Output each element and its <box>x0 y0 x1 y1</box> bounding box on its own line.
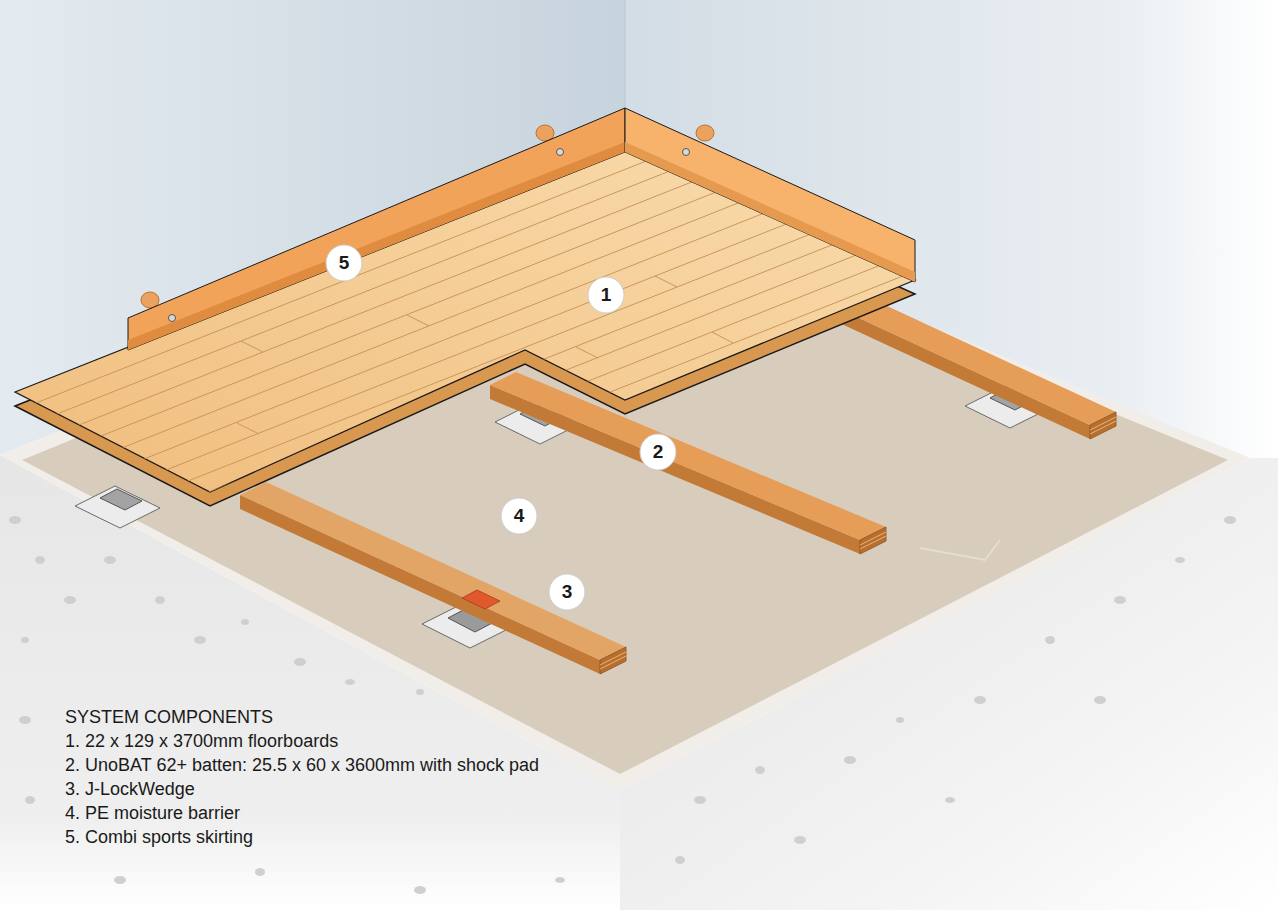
sports-skirting <box>128 108 915 350</box>
batten <box>490 372 886 554</box>
barrier-fold <box>920 540 1000 560</box>
callout-number: 5 <box>326 245 362 281</box>
floorboards <box>0 6 1278 595</box>
component-list-item: 1. 22 x 129 x 3700mm floorboards <box>65 729 338 753</box>
callout-number: 1 <box>588 277 624 313</box>
component-list-item: 5. Combi sports skirting <box>65 825 253 849</box>
batten <box>240 482 626 674</box>
callout-number: 3 <box>549 574 585 610</box>
component-list-item: 4. PE moisture barrier <box>65 801 240 825</box>
callout-number: 2 <box>640 434 676 470</box>
lock-wedge <box>75 486 160 528</box>
component-list-item: 2. UnoBAT 62+ batten: 25.5 x 60 x 3600mm… <box>65 753 539 777</box>
list-heading: SYSTEM COMPONENTS <box>65 705 273 729</box>
component-list-item: 3. J-LockWedge <box>65 777 195 801</box>
callout-number: 4 <box>501 498 537 534</box>
callout-circle <box>326 245 676 610</box>
